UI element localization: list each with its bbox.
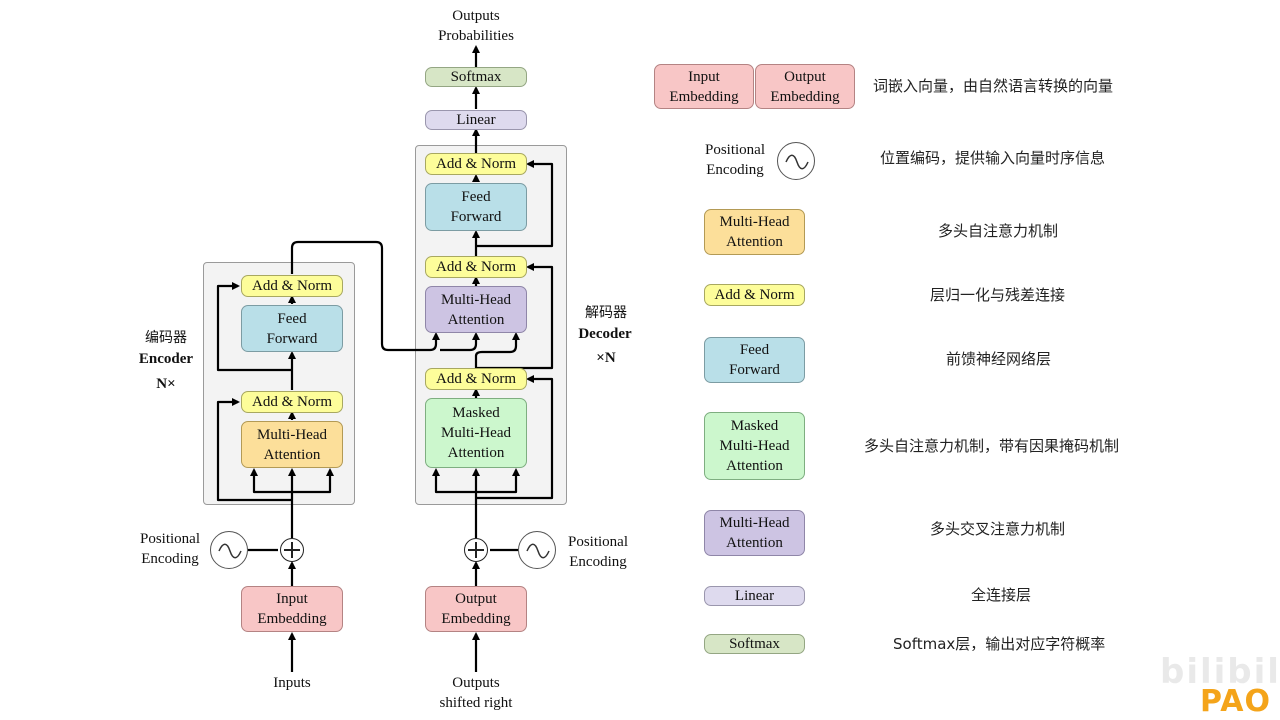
encoder-multi-head-attention: Multi-Head Attention [241, 421, 343, 468]
legend-positional-encoding-label: Positional Encoding [704, 142, 765, 178]
outputs-probabilities-label: Outputs Probabilities [438, 8, 514, 44]
inputs-label: Inputs [273, 675, 311, 691]
softmax-box: Softmax [425, 67, 527, 87]
outputs-shifted-right-label: Outputs shifted right [439, 675, 513, 711]
legend-masked-attention: Masked Multi-Head Attention [704, 412, 805, 480]
decoder-cn-label: 解码器 [585, 305, 627, 321]
decoder-positional-encoding-label: Positional Encoding [567, 534, 628, 570]
decoder-output-embedding: Output Embedding [425, 586, 527, 632]
pao-logo: PAO [1200, 684, 1271, 719]
encoder-n-label: N× [156, 376, 176, 392]
legend-desc-multi-head-attention: 多头自注意力机制 [938, 222, 1059, 240]
decoder-en-label: Decoder [578, 326, 632, 342]
encoder-positional-encoding-label: Positional Encoding [139, 531, 200, 567]
legend-add-norm: Add & Norm [704, 284, 805, 306]
linear-box: Linear [425, 110, 527, 130]
legend-input-embedding: Input Embedding [654, 64, 754, 109]
encoder-positional-encoding-icon [210, 531, 248, 569]
legend-desc-add-norm: 层归一化与残差连接 [930, 286, 1066, 304]
legend-output-embedding: Output Embedding [755, 64, 855, 109]
legend-desc-embedding: 词嵌入向量，由自然语言转换的向量 [873, 77, 1114, 95]
legend-desc-softmax: Softmax层，输出对应字符概率 [893, 635, 1106, 653]
legend-multi-head-attention: Multi-Head Attention [704, 209, 805, 255]
encoder-en-label: Encoder [138, 351, 194, 367]
encoder-add-norm-bottom: Add & Norm [241, 391, 343, 413]
legend-positional-encoding-icon [777, 142, 815, 180]
decoder-add-norm-bottom: Add & Norm [425, 368, 527, 390]
legend-desc-cross-attention: 多头交叉注意力机制 [930, 520, 1066, 538]
decoder-masked-attention: Masked Multi-Head Attention [425, 398, 527, 468]
decoder-cross-attention: Multi-Head Attention [425, 286, 527, 333]
legend-desc-positional-encoding: 位置编码，提供输入向量时序信息 [880, 149, 1106, 167]
legend-cross-attention: Multi-Head Attention [704, 510, 805, 556]
legend-desc-feed-forward: 前馈神经网络层 [946, 350, 1052, 368]
encoder-add-norm-top: Add & Norm [241, 275, 343, 297]
encoder-add-circle [280, 538, 304, 562]
decoder-add-norm-middle: Add & Norm [425, 256, 527, 278]
encoder-cn-label: 编码器 [145, 330, 187, 346]
decoder-add-circle [464, 538, 488, 562]
legend-linear: Linear [704, 586, 805, 606]
encoder-input-embedding: Input Embedding [241, 586, 343, 632]
decoder-n-label: ×N [596, 350, 616, 366]
legend-desc-linear: 全连接层 [971, 586, 1032, 604]
legend-desc-masked-attention: 多头自注意力机制，带有因果掩码机制 [864, 437, 1120, 455]
decoder-positional-encoding-icon [518, 531, 556, 569]
decoder-feed-forward: Feed Forward [425, 183, 527, 231]
legend-feed-forward: Feed Forward [704, 337, 805, 383]
legend-softmax: Softmax [704, 634, 805, 654]
bilibili-watermark: bilibili [1160, 652, 1280, 692]
encoder-feed-forward: Feed Forward [241, 305, 343, 352]
decoder-add-norm-top: Add & Norm [425, 153, 527, 175]
